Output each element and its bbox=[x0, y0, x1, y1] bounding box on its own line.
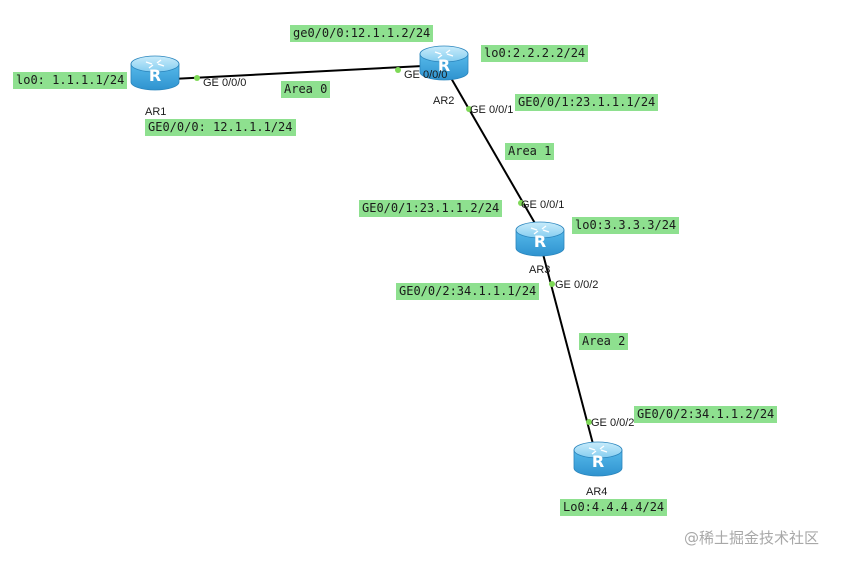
address-label-ar1-ge000: GE0/0/0: 12.1.1.1/24 bbox=[145, 119, 296, 136]
router-ar1[interactable] bbox=[130, 55, 180, 91]
port-label-ar2-ge001: GE 0/0/1 bbox=[470, 104, 514, 116]
address-label-ar2-lo0: lo0:2.2.2.2/24 bbox=[481, 45, 589, 62]
router-ar3[interactable] bbox=[515, 221, 565, 257]
address-label-ar4-lo0: Lo0:4.4.4.4/24 bbox=[560, 499, 668, 516]
link-ar1-ar2 bbox=[171, 65, 424, 80]
address-label-ar1-lo0: lo0: 1.1.1.1/24 bbox=[13, 72, 128, 89]
router-name-ar4: AR4 bbox=[586, 486, 608, 498]
router-icon bbox=[573, 441, 623, 477]
router-icon bbox=[515, 221, 565, 257]
address-label-ar3-ge002: GE0/0/2:34.1.1.1/24 bbox=[396, 283, 540, 300]
address-label-ar2-ge000: ge0/0/0:12.1.1.2/24 bbox=[290, 25, 434, 42]
link-ar2-ar3 bbox=[450, 77, 541, 233]
port-dot-ar3-ge002[interactable] bbox=[549, 281, 555, 287]
port-label-ar2-ge000: GE 0/0/0 bbox=[404, 69, 448, 81]
area-label-2: Area 2 bbox=[579, 333, 629, 350]
address-label-ar4-ge002: GE0/0/2:34.1.1.2/24 bbox=[634, 406, 778, 423]
router-ar4[interactable] bbox=[573, 441, 623, 477]
address-label-ar3-ge001: GE0/0/1:23.1.1.2/24 bbox=[359, 200, 503, 217]
watermark: @稀土掘金技术社区 bbox=[684, 529, 820, 547]
area-label-1: Area 1 bbox=[505, 143, 555, 160]
port-dot-ar1-ge000[interactable] bbox=[194, 75, 200, 81]
port-label-ar3-ge002: GE 0/0/2 bbox=[555, 279, 599, 291]
router-name-ar1: AR1 bbox=[145, 106, 167, 118]
port-label-ar1-ge000: GE 0/0/0 bbox=[203, 77, 247, 89]
address-label-ar3-lo0: lo0:3.3.3.3/24 bbox=[572, 217, 680, 234]
port-label-ar3-ge001: GE 0/0/1 bbox=[521, 199, 565, 211]
port-dot-ar4-ge002[interactable] bbox=[586, 419, 592, 425]
address-label-ar2-ge001: GE0/0/1:23.1.1.1/24 bbox=[515, 94, 659, 111]
area-label-0: Area 0 bbox=[281, 81, 331, 98]
router-name-ar2: AR2 bbox=[433, 95, 455, 107]
router-icon bbox=[130, 55, 180, 91]
port-label-ar4-ge002: GE 0/0/2 bbox=[591, 417, 635, 429]
port-dot-ar3-ge001[interactable] bbox=[518, 200, 524, 206]
router-name-ar3: AR3 bbox=[529, 264, 551, 276]
port-dot-ar2-ge001[interactable] bbox=[466, 106, 472, 112]
port-dot-ar2-ge000[interactable] bbox=[395, 67, 401, 73]
